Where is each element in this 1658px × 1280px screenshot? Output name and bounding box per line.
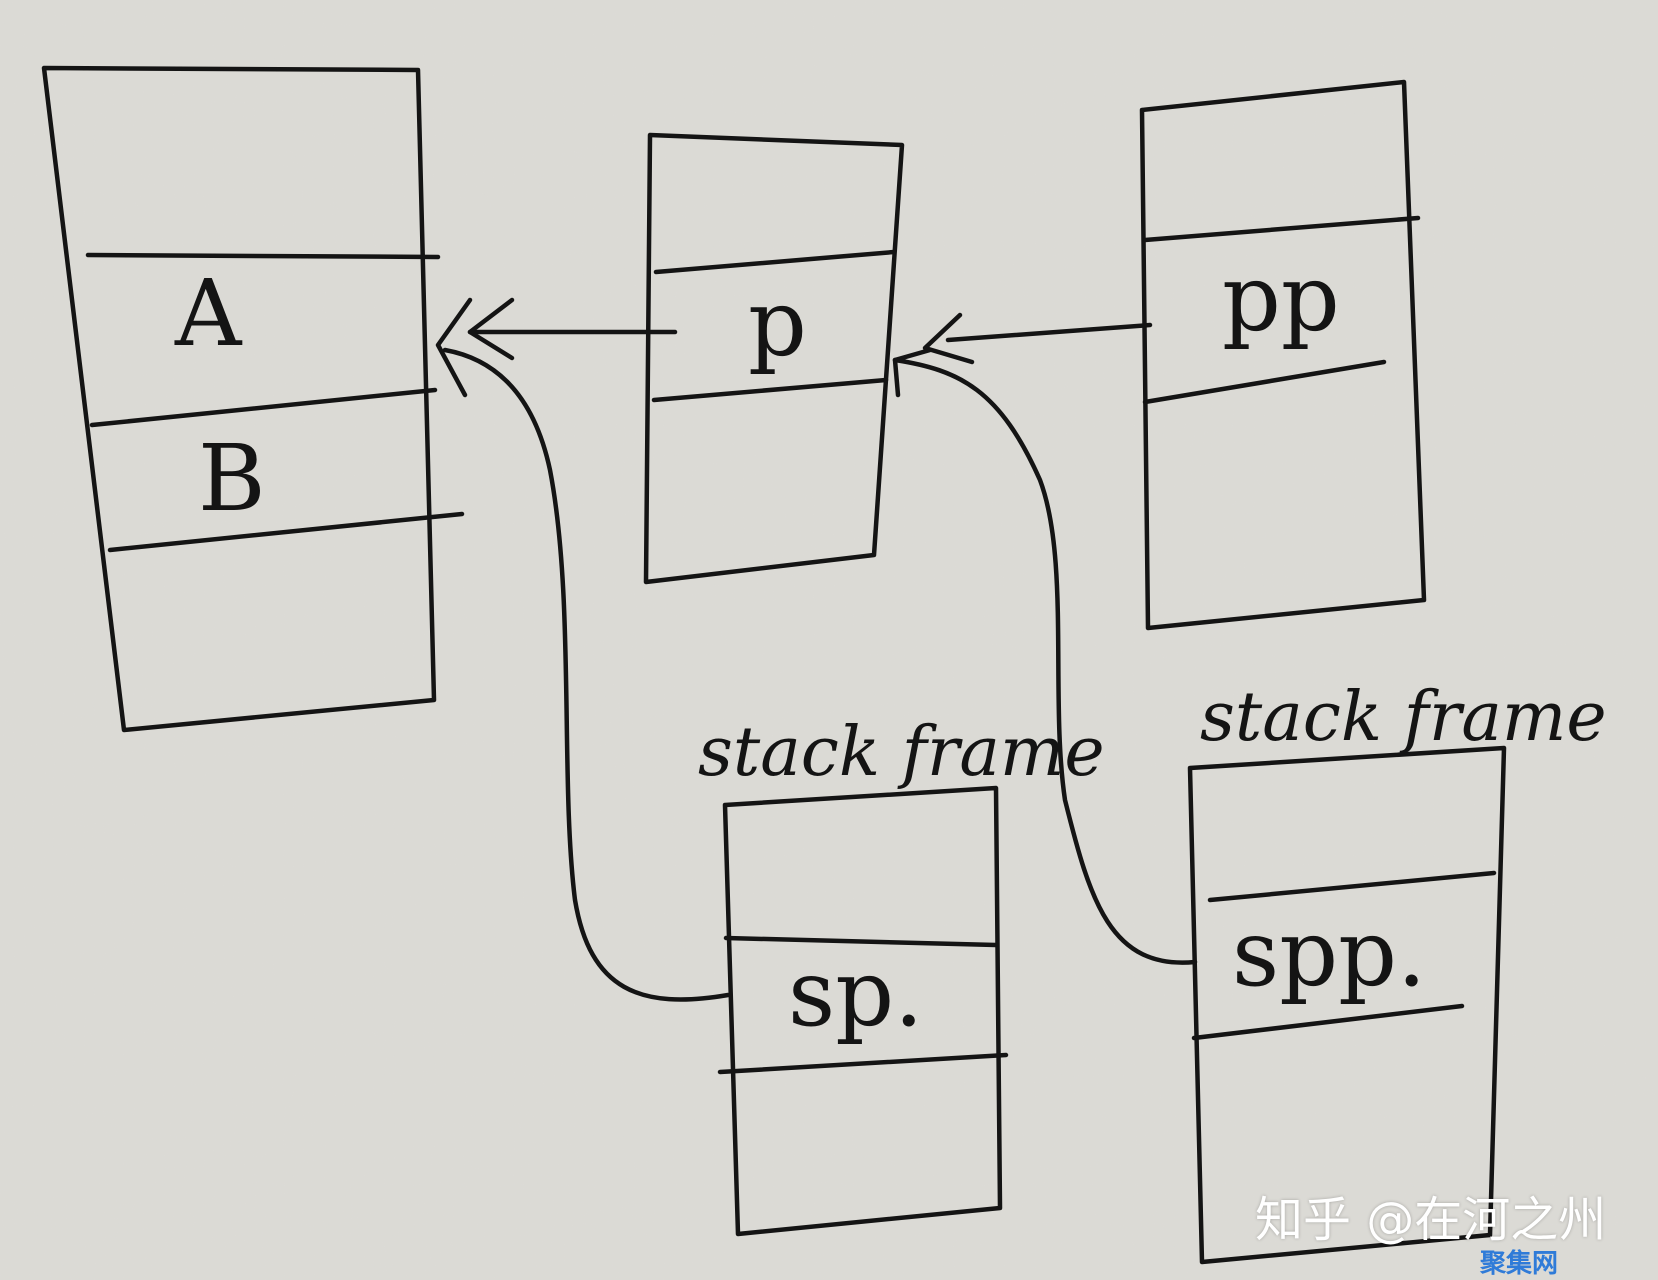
arrow-pp-to-p xyxy=(945,322,1153,343)
stack-frame-spp-box-divider-2 xyxy=(1191,1003,1465,1041)
pointer-p-label: p xyxy=(748,270,807,377)
stack-frame-spp-caption: stack frame xyxy=(1200,678,1607,757)
stack-frame-sp-label: sp. xyxy=(788,940,923,1047)
arrowhead-spp-to-p xyxy=(892,347,933,398)
pointer-pp-label: pp xyxy=(1222,245,1340,352)
pointer-pp-box-outline xyxy=(1139,79,1427,631)
stack-frame-spp-box-outline xyxy=(1187,745,1507,1265)
pointer-p-box-outline xyxy=(643,132,905,585)
struct-cell-b-label: B xyxy=(198,425,266,532)
struct-box: A B xyxy=(41,65,465,733)
struct-box-divider-1 xyxy=(85,252,441,260)
watermark-text: 知乎 @在河之州 xyxy=(1255,1192,1607,1248)
struct-box-divider-2 xyxy=(89,387,438,428)
watermark-logo: 聚集网 xyxy=(1480,1249,1559,1279)
stack-frame-sp-box: stack frame sp. xyxy=(698,713,1105,1237)
pointer-p-box-divider-2 xyxy=(651,377,889,403)
arrowhead-p-to-struct xyxy=(467,297,515,361)
struct-box-outline xyxy=(41,65,437,733)
arrowhead-struct xyxy=(435,297,473,398)
pointer-pp-box: pp xyxy=(1139,79,1427,631)
struct-box-divider-3 xyxy=(107,511,465,553)
stack-frame-spp-box: stack frame spp. xyxy=(1187,678,1607,1265)
stack-frame-sp-box-divider-2 xyxy=(717,1052,1009,1075)
pointer-pp-box-divider-1 xyxy=(1142,215,1421,243)
arrows xyxy=(435,297,1198,1002)
stack-frame-sp-box-outline xyxy=(722,785,1003,1237)
stack-frame-spp-box-divider-1 xyxy=(1207,870,1497,903)
arrow-sp-to-struct xyxy=(442,347,731,1002)
stack-frame-sp-box-divider-1 xyxy=(723,935,999,948)
stack-frame-spp-label: spp. xyxy=(1232,900,1426,1007)
arrowhead-pp-to-p xyxy=(922,312,975,365)
stack-frame-sp-caption: stack frame xyxy=(698,713,1105,792)
arrow-spp-to-p xyxy=(892,357,1198,965)
struct-cell-a-label: A xyxy=(174,260,243,367)
pointer-p-box-divider-1 xyxy=(653,249,897,275)
pointer-p-box: p xyxy=(643,132,905,585)
pointer-pp-box-divider-2 xyxy=(1142,359,1387,405)
